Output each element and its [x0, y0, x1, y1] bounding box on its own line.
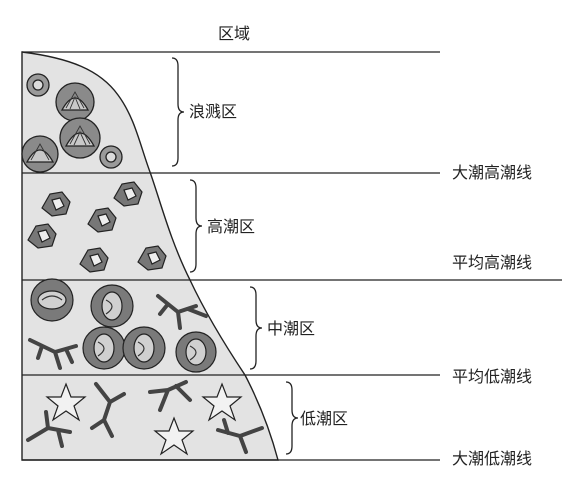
- barnacle-icon: [79, 247, 109, 273]
- mussel-icon: [175, 331, 217, 373]
- shell-icon: [21, 135, 59, 173]
- barnacle-icon: [137, 245, 167, 271]
- barnacle-icon: [113, 181, 143, 207]
- barnacle-icon: [27, 223, 57, 249]
- high-zone-barnacles: [27, 181, 167, 273]
- barnacle-icon: [87, 207, 117, 233]
- seaweed-icon: [26, 380, 264, 454]
- zone-label-high: 高潮区: [207, 217, 255, 236]
- algae-icon: [28, 294, 208, 370]
- mussel-icon: [30, 278, 74, 322]
- zone-label-middle: 中潮区: [267, 319, 315, 338]
- diagram-title: 区域: [218, 24, 250, 43]
- splash-zone-shells: [21, 73, 123, 173]
- brace-middle: [249, 286, 263, 370]
- line-label-mean-low: 平均低潮线: [452, 367, 532, 386]
- brace-low: [285, 381, 299, 455]
- starfish-icon: [153, 416, 195, 456]
- zone-label-low: 低潮区: [300, 409, 348, 428]
- middle-zone-organisms: [28, 278, 217, 373]
- starfish-icon: [201, 382, 243, 422]
- barnacle-icon: [41, 191, 71, 217]
- brace-high: [189, 179, 203, 273]
- mussel-icon: [122, 326, 166, 370]
- brace-splash: [171, 57, 185, 167]
- zone-label-splash: 浪溅区: [189, 102, 237, 121]
- low-zone-organisms: [26, 380, 264, 456]
- shell-icon: [59, 117, 101, 159]
- mussel-icon: [82, 326, 126, 370]
- line-label-mean-high: 平均高潮线: [452, 253, 532, 272]
- shell-icon: [55, 82, 95, 122]
- starfish-icon: [45, 382, 87, 422]
- line-label-spring-high: 大潮高潮线: [452, 163, 532, 182]
- line-label-spring-low: 大潮低潮线: [452, 449, 532, 468]
- mussel-icon: [90, 284, 134, 328]
